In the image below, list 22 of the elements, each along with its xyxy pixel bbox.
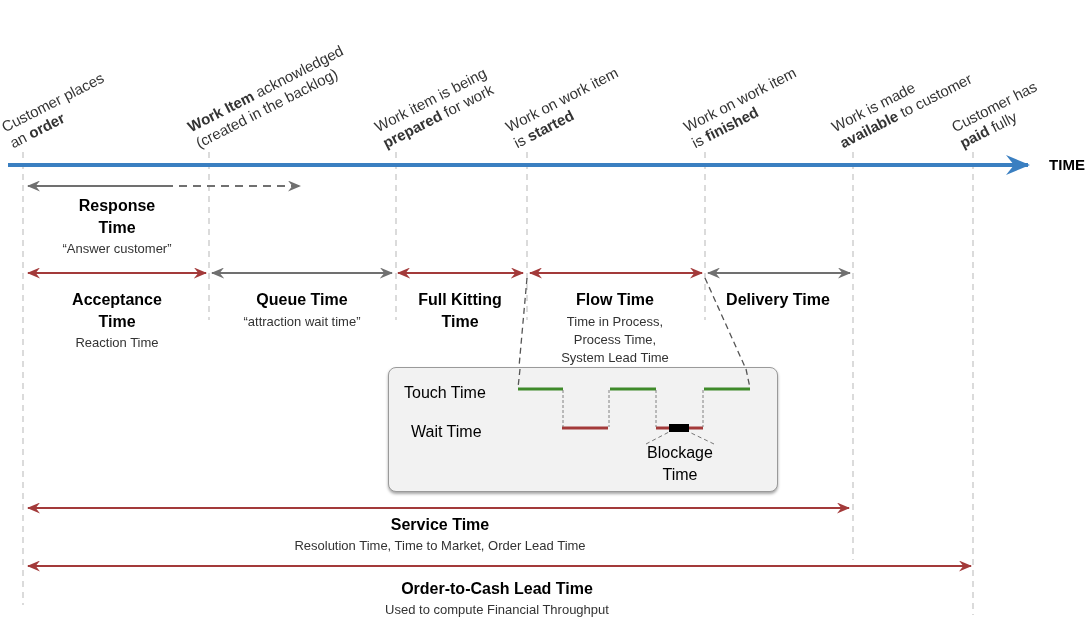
- span-subtitle: “attraction wait time”: [242, 313, 362, 331]
- span-subtitle: Time in Process, Process Time, System Lead Time: [560, 313, 670, 367]
- span-title: Queue Time: [255, 290, 349, 310]
- span-subtitle: Resolution Time, Time to Market, Order Lead Time: [293, 537, 587, 555]
- axis-label: TIME: [1048, 155, 1086, 175]
- span-title: Delivery Time: [725, 290, 831, 310]
- row-label: Touch Time: [404, 383, 486, 403]
- span-title: Full Kitting Time: [417, 290, 503, 332]
- leader-line: [688, 431, 715, 445]
- span-title: Acceptance Time: [71, 290, 163, 332]
- leader-line: [645, 431, 670, 445]
- span-subtitle: Reaction Time: [74, 334, 160, 352]
- span-subtitle: “Answer customer”: [61, 240, 173, 258]
- row-label: Wait Time: [411, 422, 482, 442]
- span-subtitle: Used to compute Financial Throughput: [384, 601, 610, 619]
- blockage-bar: [669, 424, 689, 432]
- span-title: Service Time: [389, 515, 491, 535]
- span-title: Order-to-Cash Lead Time: [400, 579, 594, 599]
- span-title: Response Time: [77, 196, 157, 238]
- inset-panel: [388, 367, 778, 492]
- node-label: Blockage Time: [646, 443, 714, 485]
- span-title: Flow Time: [575, 290, 655, 310]
